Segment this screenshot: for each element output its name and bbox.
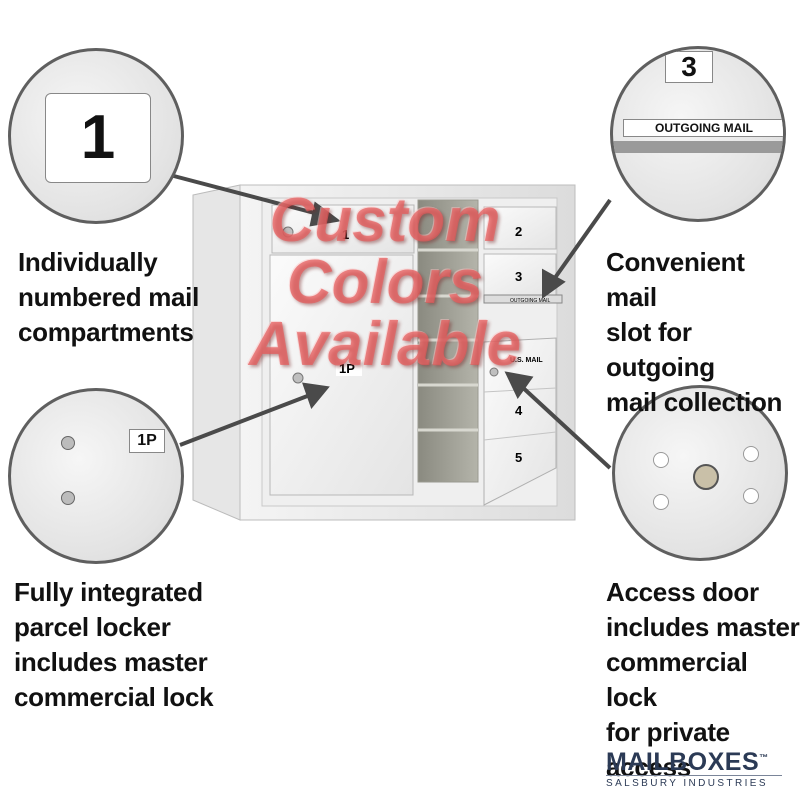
door-3-label: 3 <box>515 269 522 284</box>
lock-icon <box>61 491 75 505</box>
door-2-label: 2 <box>515 224 522 239</box>
door-1 <box>271 204 415 254</box>
caption-parcel-locker: Fully integrated parcel locker includes … <box>14 577 214 712</box>
callout-arrows <box>169 173 612 470</box>
caption-compartments: Individually numbered mail compartments <box>18 247 200 347</box>
open-interior <box>417 199 479 483</box>
parcel-door-label: 1P <box>339 361 355 376</box>
screw-icon <box>653 494 669 510</box>
slot-number-label: 3 <box>665 51 713 83</box>
compartment-number-label: 1 <box>45 93 151 183</box>
callout-access-door <box>612 385 788 561</box>
brand-name: MAILBOXES <box>606 748 760 776</box>
callout-parcel-locker: 1P <box>8 388 184 564</box>
custom-colors-overlay: Custom Colors Available <box>248 186 522 379</box>
screw-icon <box>743 446 759 462</box>
outgoing-mail-label: OUTGOING MAIL <box>623 119 783 137</box>
lock-icon <box>693 464 719 490</box>
brand-subtitle: SALSBURY INDUSTRIES <box>606 775 782 789</box>
slot-label: OUTGOING MAIL <box>510 298 551 304</box>
callout-compartment-number: 1 <box>8 48 184 224</box>
parcel-number-label: 1P <box>129 429 165 453</box>
brand-trademark: ™ <box>759 752 769 763</box>
caption-access-door: Access door includes master commercial l… <box>606 577 800 782</box>
screw-icon <box>653 452 669 468</box>
door-1-label: 1 <box>342 227 349 242</box>
door-4-label: 4 <box>515 403 523 418</box>
door-3 <box>483 253 557 297</box>
callout-mail-slot: 3 OUTGOING MAIL <box>610 46 786 222</box>
housing-front <box>239 184 576 521</box>
door-2 <box>483 206 557 250</box>
slot-rail <box>613 141 783 153</box>
lock-icon <box>61 436 75 450</box>
screw-icon <box>743 488 759 504</box>
arrow-parcel <box>179 393 311 447</box>
arrow-slot <box>550 198 612 284</box>
arrow-access <box>518 383 612 470</box>
access-door <box>483 337 557 506</box>
parcel-door <box>269 254 414 496</box>
usmail-label: U.S. MAIL <box>510 357 543 364</box>
outgoing-slot <box>483 294 563 304</box>
housing-side <box>192 184 241 521</box>
door-5-label: 5 <box>515 450 522 465</box>
arrow-compartment <box>169 173 323 217</box>
caption-mail-slot: Convenient mail slot for outgoing mail c… <box>606 247 783 417</box>
brand-logo: MAILBOXES™ <box>606 748 769 777</box>
